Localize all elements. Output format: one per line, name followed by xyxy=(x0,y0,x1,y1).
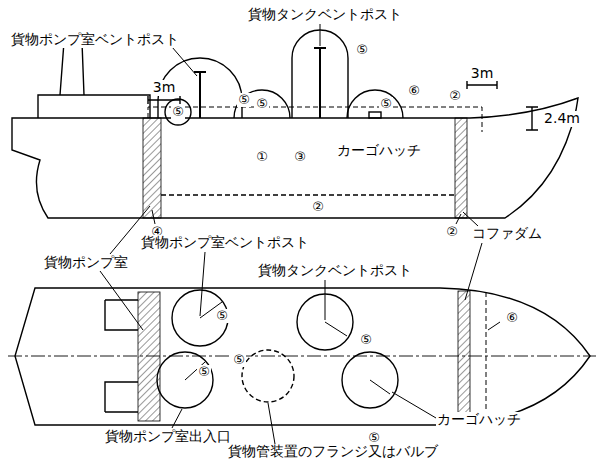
zone-circle xyxy=(342,352,398,408)
leader-line xyxy=(325,280,326,320)
leader-line xyxy=(200,252,205,316)
zone-circle xyxy=(242,350,294,402)
part-label: カーゴハッチ xyxy=(436,412,522,427)
zone-number: ⑤ xyxy=(355,43,369,57)
leader-line xyxy=(456,214,461,224)
zone-number: ⑤ xyxy=(197,365,211,379)
leader-lines xyxy=(100,24,500,444)
zone-number: ⑤ xyxy=(255,97,269,111)
superstructure xyxy=(38,95,150,118)
zone-circle xyxy=(347,90,403,118)
zone-boundary xyxy=(148,107,482,132)
tank-bottom xyxy=(161,194,455,195)
plan-hull xyxy=(15,288,590,425)
pump-room-side xyxy=(143,118,161,218)
part-label: カーゴハッチ xyxy=(336,143,422,158)
vent-post xyxy=(314,48,326,118)
zone-number: ⑥ xyxy=(407,84,421,98)
leader-line xyxy=(392,392,436,418)
side-hull xyxy=(12,98,578,218)
centerline xyxy=(8,356,596,357)
zone-number: ⑤ xyxy=(237,93,251,107)
leader-line xyxy=(172,409,182,428)
zone-circle xyxy=(172,290,228,346)
zone-number: ② xyxy=(448,89,462,103)
dimension-line xyxy=(526,107,538,130)
leader-line xyxy=(268,403,275,444)
part-label: 貨物管装置のフランジ又はバルブ xyxy=(227,444,439,459)
radius-line xyxy=(325,322,347,336)
zone-number: ⑤ xyxy=(359,333,373,347)
zone-boundary xyxy=(486,292,487,421)
zone-circle xyxy=(157,352,213,408)
cofferdam-side xyxy=(455,118,467,218)
leader-line xyxy=(152,210,155,224)
zone-circle xyxy=(165,99,191,125)
dimension-label: 3m xyxy=(152,80,177,95)
leader-line xyxy=(320,24,321,46)
cargo-hatch xyxy=(369,112,381,118)
zone-number: ⑤ xyxy=(215,309,229,323)
leader-line xyxy=(172,47,197,76)
zone-number: ⑤ xyxy=(367,431,381,445)
zone-number: ⑤ xyxy=(232,353,246,367)
zone-circle xyxy=(234,90,290,118)
part-label: コファダム xyxy=(471,226,543,241)
leader-line xyxy=(488,322,500,330)
leader-line xyxy=(463,212,478,226)
radius-line xyxy=(370,380,390,394)
dimension-label: 2.4m xyxy=(543,111,581,126)
part-label: 貨物ポンプ室ベントポスト xyxy=(140,235,310,250)
part-label: 貨物タンクベントポスト xyxy=(247,7,403,22)
part-label: 貨物ポンプ室ベントポスト xyxy=(10,32,180,47)
part-label: 貨物ポンプ室 xyxy=(43,255,129,270)
dimension-line xyxy=(467,81,497,89)
zone-number: ⑤ xyxy=(171,105,185,119)
zone-number: ⑥ xyxy=(505,311,519,325)
zone-number: ② xyxy=(311,200,325,214)
part-label: 貨物タンクベントポスト xyxy=(257,263,413,278)
leader-line xyxy=(465,243,482,300)
zone-number: ⑤ xyxy=(379,97,393,111)
zone-number: ③ xyxy=(293,150,307,164)
zone-number: ① xyxy=(255,150,269,164)
cofferdam-plan xyxy=(458,291,470,422)
part-label: 貨物ポンプ室出入口 xyxy=(104,429,232,444)
leader-line xyxy=(100,271,143,330)
pump-room-plan xyxy=(138,292,160,421)
zone-number: ② xyxy=(445,225,459,239)
funnel xyxy=(60,42,84,95)
vent-post xyxy=(194,72,206,118)
dimension-label: 3m xyxy=(470,66,495,81)
